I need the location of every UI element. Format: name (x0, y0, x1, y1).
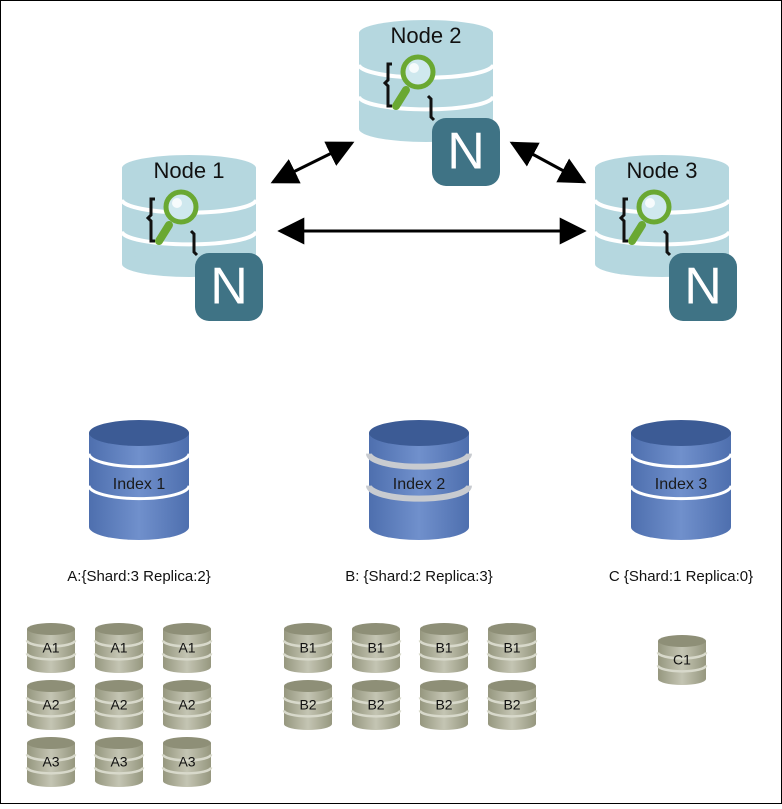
shard: B1 (282, 623, 334, 673)
shard: A3 (25, 737, 77, 787)
shard-database-icon (352, 629, 400, 667)
shard-database-icon (488, 629, 536, 667)
shard-label: B2 (299, 697, 316, 713)
shard: C1 (656, 635, 708, 685)
shard-label: A2 (42, 697, 59, 713)
shard: A1 (161, 623, 213, 673)
shard: B1 (418, 623, 470, 673)
shard: B1 (350, 623, 402, 673)
shard-label: A3 (110, 754, 127, 770)
shard-label: B1 (435, 640, 452, 656)
shard-label: C1 (673, 652, 691, 668)
index-label: Index 2 (393, 476, 446, 493)
index-database-icon (89, 433, 189, 527)
node-label: Node 2 (391, 23, 462, 48)
bidirectional-arrow-icon (270, 141, 355, 184)
shard: A3 (161, 737, 213, 787)
shard: A1 (93, 623, 145, 673)
shard-label: A1 (178, 640, 195, 656)
shard-label: B1 (367, 640, 384, 656)
shard: A2 (93, 680, 145, 730)
index-database-icon (369, 433, 469, 527)
n-badge-letter: N (684, 258, 722, 316)
shard-label: B2 (435, 697, 452, 713)
shard: B2 (486, 680, 538, 730)
n-badge-letter: N (210, 258, 248, 316)
shard-database-icon (284, 686, 332, 724)
index-label: Index 3 (655, 476, 708, 493)
shard-database-icon (27, 686, 75, 724)
shard-database-icon (95, 743, 143, 781)
shard-database-icon (27, 743, 75, 781)
shard-label: B2 (503, 697, 520, 713)
index-3: Index 3 C {Shard:1 Replica:0} (609, 420, 753, 585)
n-badge-letter: N (447, 123, 485, 181)
shard: B2 (418, 680, 470, 730)
n-badge-icon (669, 253, 737, 321)
shard-label: A1 (110, 640, 127, 656)
shard-database-icon (488, 686, 536, 724)
shard-label: A3 (178, 754, 195, 770)
shard: B2 (350, 680, 402, 730)
shard-label: A2 (110, 697, 127, 713)
index-config-label: C {Shard:1 Replica:0} (609, 568, 753, 585)
shard-database-icon (95, 629, 143, 667)
bidirectional-arrow-icon (509, 141, 587, 184)
shard-database-icon (420, 686, 468, 724)
shard-label: A1 (42, 640, 59, 656)
shard-label: A3 (42, 754, 59, 770)
magnifier-icon (392, 86, 410, 110)
index-config-label: B: {Shard:2 Replica:3} (345, 568, 493, 585)
n-badge-icon (432, 118, 500, 186)
shard: B2 (282, 680, 334, 730)
shard-label: B1 (503, 640, 520, 656)
shard-database-icon (284, 629, 332, 667)
shard-database-icon (420, 629, 468, 667)
n-badge-icon (195, 253, 263, 321)
shard: A2 (25, 680, 77, 730)
node-label: Node 1 (154, 158, 225, 183)
shard-database-icon (163, 686, 211, 724)
shard-label: B1 (299, 640, 316, 656)
shard-database-icon (27, 629, 75, 667)
node-label: Node 3 (627, 158, 698, 183)
shard-database-icon (658, 641, 706, 679)
shard-database-icon (163, 743, 211, 781)
index-config-label: A:{Shard:3 Replica:2} (67, 568, 210, 585)
shard-label: A2 (178, 697, 195, 713)
shard: A3 (93, 737, 145, 787)
index-1: Index 1 A:{Shard:3 Replica:2} (67, 420, 211, 585)
index-label: Index 1 (113, 476, 166, 493)
magnifier-icon (628, 221, 646, 245)
shard: A2 (161, 680, 213, 730)
bracket-icon (382, 62, 392, 108)
index-2: Index 2 B: {Shard:2 Replica:3} (345, 420, 493, 585)
bracket-icon (618, 197, 628, 243)
magnifier-icon (155, 221, 173, 245)
shard-database-icon (163, 629, 211, 667)
index-database-icon (631, 433, 731, 527)
bracket-icon (145, 197, 155, 243)
shard-database-icon (352, 686, 400, 724)
node-2: Node 2 N (357, 20, 500, 186)
shard-label: B2 (367, 697, 384, 713)
shard: A1 (25, 623, 77, 673)
shard: B1 (486, 623, 538, 673)
node-1: Node 1 N (120, 155, 263, 321)
node-3: Node 3 N (593, 155, 737, 321)
shard-database-icon (95, 686, 143, 724)
